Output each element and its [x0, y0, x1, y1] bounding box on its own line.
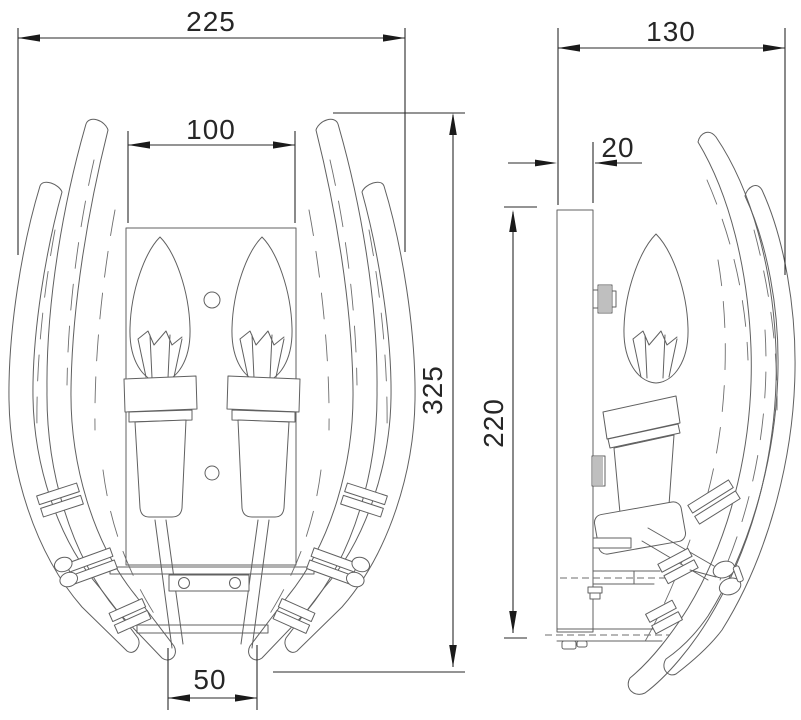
dimension-wall-offset: 20	[508, 132, 642, 203]
glass-strip-side-outer	[663, 185, 796, 676]
glass-reflection-lines-front	[36, 159, 388, 621]
bottom-bracket	[168, 574, 250, 592]
bottom-bracket-side	[545, 628, 670, 650]
candle-sleeve-right	[226, 375, 301, 518]
glass-strip-side-inner	[627, 131, 777, 695]
wing-nut-front-right	[345, 556, 371, 588]
glass-strip-left-inner	[46, 118, 176, 661]
dimension-label-overall-depth: 130	[646, 16, 696, 47]
clip-side	[587, 586, 603, 594]
clamp-front-left-bottom	[108, 598, 152, 634]
dimension-overall-height: 325	[273, 112, 465, 673]
front-view	[8, 118, 416, 661]
mount-hole-bottom	[204, 465, 220, 481]
dimension-label-bottom-gap: 50	[193, 664, 226, 695]
dimension-label-body-height: 220	[478, 398, 509, 448]
candle-bulb-left	[129, 236, 191, 383]
dimension-overall-depth: 130	[557, 16, 786, 275]
latch-side	[592, 537, 632, 549]
clamp-side-top	[687, 479, 741, 525]
thumbscrew-top	[592, 284, 617, 314]
wall-plate-side	[556, 209, 594, 633]
clamp-front-right-top	[340, 482, 388, 518]
wing-nut-side	[712, 560, 744, 596]
dimension-backplate-width: 100	[127, 114, 296, 223]
frame-arms	[109, 519, 315, 649]
wing-nut-front-left	[53, 556, 79, 588]
clamp-side-mid	[657, 547, 699, 585]
candle-sleeve-side	[602, 395, 681, 522]
dimension-body-height: 220	[478, 206, 537, 639]
side-view	[545, 131, 796, 695]
filament-right	[239, 330, 285, 379]
clamp-side-bottom	[645, 599, 683, 635]
thumbscrew-bottom	[591, 455, 606, 487]
candle-sleeve-left	[123, 375, 198, 518]
glass-strip-right-inner	[248, 118, 378, 661]
mount-hole-top	[203, 291, 221, 309]
dimension-label-wall-offset: 20	[601, 132, 634, 163]
glass-strip-left-outer	[8, 181, 140, 653]
glass-strip-right-outer	[284, 181, 416, 653]
support-arm-side	[560, 527, 715, 600]
dimension-label-backplate-width: 100	[186, 114, 236, 145]
dimension-bottom-gap: 50	[167, 645, 258, 710]
clamp-front-right-bottom	[272, 598, 316, 634]
filament-left	[137, 330, 183, 379]
candle-bulb-right	[231, 236, 293, 383]
candle-bulb-side	[623, 233, 689, 384]
dimension-overall-width: 225	[17, 6, 406, 255]
clamp-front-left-top	[36, 482, 84, 518]
dimension-label-overall-height: 325	[417, 365, 448, 415]
filament-side	[632, 330, 678, 379]
wing-nut-bolt-side	[689, 569, 717, 578]
dimension-label-overall-width: 225	[186, 6, 236, 37]
